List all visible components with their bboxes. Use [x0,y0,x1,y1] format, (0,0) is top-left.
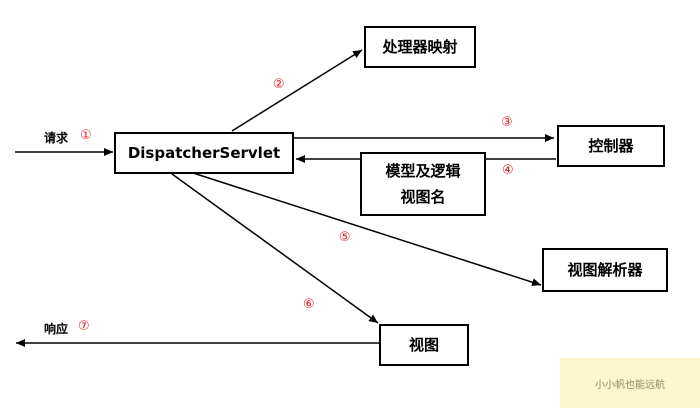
view-resolver-box: 视图解析器 [542,248,668,292]
dispatcher-servlet-label: DispatcherServlet [127,144,281,162]
step-2: ② [273,77,285,92]
watermark: 小小帆也能远航 [560,358,700,408]
handler-mapping-label: 处理器映射 [382,38,458,56]
controller-label: 控制器 [588,137,634,155]
step-4: ④ [502,163,514,178]
view-label: 视图 [408,336,439,354]
view-resolver-label: 视图解析器 [567,261,643,279]
step-7: ⑦ [78,319,90,334]
request-label: 请求 [44,131,69,145]
step-3: ③ [501,115,513,130]
controller-box: 控制器 [557,125,665,167]
dispatcher-servlet-box: DispatcherServlet [114,132,294,174]
view-box: 视图 [379,324,469,366]
arrow-to-view-resolver [189,171,542,287]
model-and-view-box: 模型及逻辑 视图名 [360,152,486,216]
step-1: ① [80,128,92,143]
arrow-to-handler-mapping [231,49,363,132]
model-and-view-label-line2: 视图名 [400,188,446,206]
watermark-text: 小小帆也能远航 [595,379,665,391]
model-and-view-label-line1: 模型及逻辑 [385,162,461,180]
response-label: 响应 [44,322,69,336]
step-6: ⑥ [303,297,315,312]
arrow-to-view [171,173,379,324]
handler-mapping-box: 处理器映射 [364,26,476,68]
step-5: ⑤ [339,230,351,245]
